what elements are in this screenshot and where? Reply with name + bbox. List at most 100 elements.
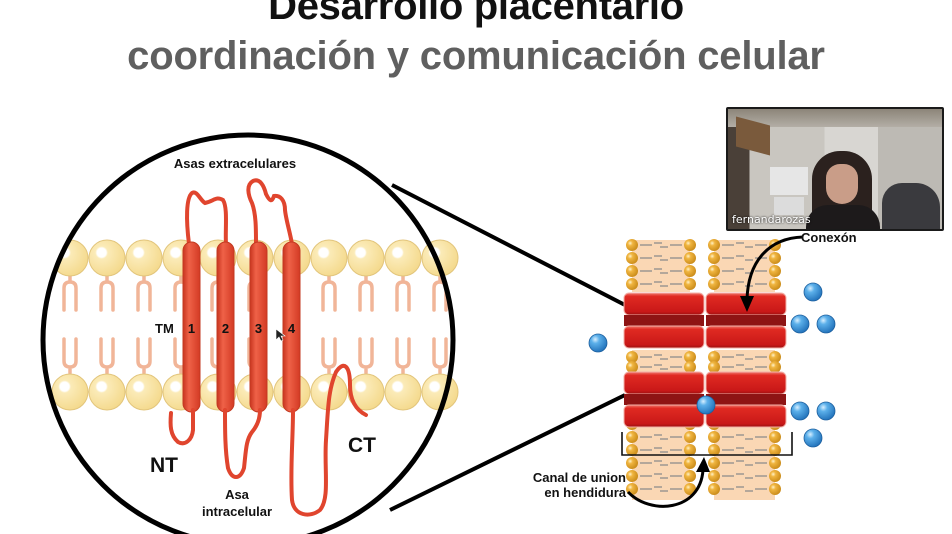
video-wall-paper — [774, 197, 804, 215]
gj-membrane-upper — [714, 240, 775, 292]
phospholipid — [347, 239, 385, 411]
gj-membrane-upper — [632, 240, 690, 292]
gj-lipid-head — [708, 361, 720, 373]
ion-particle — [803, 428, 823, 448]
gj-lipid-head — [684, 265, 696, 277]
ion-particle — [803, 282, 823, 302]
gap-junction — [588, 239, 836, 500]
gj-lipid-head — [626, 278, 638, 290]
label-intracelular: intracelular — [202, 504, 272, 519]
video-wall-paper — [770, 167, 808, 195]
gj-lipid-head — [626, 239, 638, 251]
gj-lipid-head — [708, 278, 720, 290]
gj-lipid-head — [708, 483, 720, 495]
gj-lipid-head — [684, 470, 696, 482]
channel-bracket — [621, 432, 793, 456]
video-ceiling — [728, 109, 942, 127]
participant-name: fernandarozas — [732, 213, 811, 226]
gj-lipid-head — [684, 431, 696, 443]
ion-particle — [790, 314, 810, 334]
video-participant-face — [826, 164, 858, 204]
tm-number-4: 4 — [288, 321, 296, 336]
gj-lipid-head — [684, 351, 696, 363]
phospholipid — [310, 239, 348, 411]
ion-particle — [816, 401, 836, 421]
tm-number-1: 1 — [188, 321, 195, 336]
gj-lipid-head — [626, 444, 638, 456]
channel-arrowhead-icon — [696, 457, 710, 472]
connexon — [623, 292, 705, 349]
gj-lipid-head — [626, 265, 638, 277]
gj-lipid-head — [684, 252, 696, 264]
gj-lipid-head — [708, 265, 720, 277]
gj-lipid-head — [769, 351, 781, 363]
gj-lipid-head — [708, 431, 720, 443]
gj-lipid-head — [708, 470, 720, 482]
transmembrane-helices — [182, 241, 301, 413]
nt-tail — [168, 408, 195, 446]
gj-lipid-head — [626, 252, 638, 264]
mouse-cursor-icon — [275, 328, 286, 342]
label-extracellular-loops: Asas extracelulares — [174, 156, 296, 171]
video-participant-body — [806, 205, 880, 229]
ion-particle — [816, 314, 836, 334]
gj-lipid-head — [769, 470, 781, 482]
intracellular-loops — [168, 363, 368, 517]
gj-lipid-head — [626, 457, 638, 469]
label-channel-2: en hendidura — [544, 485, 626, 500]
label-ct: CT — [348, 434, 376, 457]
gj-lipid-head — [769, 431, 781, 443]
slide-title: Desarrollo placentario — [268, 0, 684, 28]
tm-number-2: 2 — [222, 321, 229, 336]
gj-lipid-head — [684, 483, 696, 495]
gj-lipid-head — [626, 431, 638, 443]
phospholipid — [88, 239, 126, 411]
gj-lipid-head — [684, 444, 696, 456]
gj-lipid-head — [708, 252, 720, 264]
ct-tail — [289, 363, 368, 517]
ion-particle — [790, 401, 810, 421]
gj-lipid-head — [769, 444, 781, 456]
slide-subtitle: coordinación y comunicación celular — [127, 34, 825, 78]
zoom-connector-top — [391, 183, 626, 307]
gj-lipid-head — [769, 457, 781, 469]
ion-particle — [696, 395, 716, 415]
zoom-connector-bottom — [389, 393, 626, 512]
gj-lipid-head — [626, 470, 638, 482]
gj-lipid-head — [708, 444, 720, 456]
phospholipid — [384, 239, 422, 411]
label-channel-1: Canal de union — [533, 470, 626, 485]
gj-lipid-head — [769, 265, 781, 277]
tm-number-3: 3 — [255, 321, 262, 336]
gj-membrane-middle — [632, 350, 690, 374]
video-tile[interactable]: fernandarozas — [726, 107, 944, 231]
gj-lipid-head — [684, 361, 696, 373]
phospholipid — [125, 239, 163, 411]
video-jacket — [882, 183, 940, 229]
gj-lipid-head — [769, 252, 781, 264]
label-connexon: Conexón — [801, 230, 857, 245]
gj-lipid-head — [626, 351, 638, 363]
gj-membrane-middle — [714, 350, 775, 374]
connexon — [705, 371, 787, 428]
label-tm: TM — [155, 321, 174, 336]
gj-lipid-head — [708, 457, 720, 469]
gj-lipid-head — [769, 361, 781, 373]
gj-lipid-head — [684, 278, 696, 290]
ion-particle — [588, 333, 608, 353]
gj-lipid-head — [708, 239, 720, 251]
gj-lipid-head — [769, 483, 781, 495]
label-nt: NT — [150, 454, 178, 477]
gj-lipid-head — [626, 361, 638, 373]
gj-lipid-head — [769, 278, 781, 290]
intracellular-loop — [223, 408, 262, 479]
connexon-arrowhead-icon — [740, 296, 754, 312]
gj-lipid-head — [684, 457, 696, 469]
magnifier-circle — [40, 132, 456, 534]
gj-lipid-head — [708, 351, 720, 363]
label-asa: Asa — [225, 487, 250, 502]
connexon — [623, 371, 705, 428]
gj-lipid-head — [684, 239, 696, 251]
connexon-arrow — [745, 235, 804, 301]
